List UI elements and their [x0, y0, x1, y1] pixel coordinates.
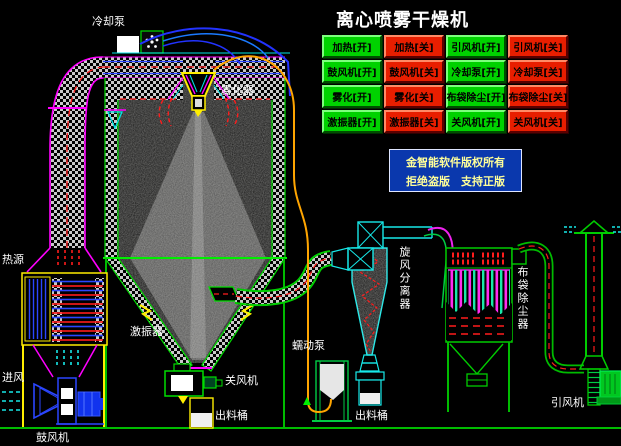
button-cooling-pump-on[interactable]: 冷却泵[开] — [446, 60, 506, 83]
button-bag-filter-on[interactable]: 布袋除尘[开] — [446, 85, 506, 108]
label-discharge-bucket-right: 出料桶 — [355, 409, 388, 422]
copyright-line1: 金智能软件版权所有 — [406, 156, 505, 169]
hot-air-duct — [26, 56, 104, 273]
feed-pipe — [213, 55, 332, 414]
button-atomize-on[interactable]: 雾化[开] — [322, 85, 382, 108]
button-rotary-valve-off[interactable]: 关风机[关] — [508, 110, 568, 133]
button-bag-filter-off[interactable]: 布袋除尘[关] — [508, 85, 568, 108]
atomizer — [158, 72, 239, 127]
heater — [21, 272, 108, 427]
copyright-notice: 金智能软件版权所有 拒绝盗版 支持正版 — [389, 149, 522, 192]
copyright-line2: 拒绝盗版 支持正版 — [406, 175, 505, 188]
button-vibrator-off[interactable]: 激振器[关] — [384, 110, 444, 133]
bagfilter-to-fan-pipe — [517, 241, 584, 374]
button-induced-fan-off[interactable]: 引风机[关] — [508, 35, 568, 58]
label-atomizer: 雾化器 — [221, 84, 254, 97]
page-title: 离心喷雾干燥机 — [336, 10, 469, 31]
label-rotary-valve: 关风机 — [225, 374, 258, 387]
button-heat-on[interactable]: 加热[开] — [322, 35, 382, 58]
blower — [2, 377, 104, 425]
exhaust-stack — [564, 219, 621, 370]
feed-flow-arrow — [303, 397, 311, 405]
label-cooling-pump: 冷却泵 — [92, 15, 125, 28]
button-atomize-off[interactable]: 雾化[关] — [384, 85, 444, 108]
button-blower-on[interactable]: 鼓风机[开] — [322, 60, 382, 83]
label-blower: 鼓风机 — [36, 431, 69, 444]
induced-draft-fan — [587, 368, 621, 406]
button-induced-fan-on[interactable]: 引风机[开] — [446, 35, 506, 58]
label-bag-filter: 布袋除尘器 — [516, 266, 529, 331]
label-air-inlet: 进风 — [2, 371, 24, 384]
label-discharge-bucket-left: 出料桶 — [215, 409, 248, 422]
tower-outlet-duct — [208, 250, 333, 307]
button-rotary-valve-on[interactable]: 关风机[开] — [446, 110, 506, 133]
bag-filter — [445, 247, 527, 412]
vibrator-icons — [139, 304, 254, 321]
cooling-pump — [112, 27, 291, 97]
button-heat-off[interactable]: 加热[关] — [384, 35, 444, 58]
label-induced-draft-fan: 引风机 — [551, 396, 584, 409]
button-cooling-pump-off[interactable]: 冷却泵[关] — [508, 60, 568, 83]
discharge-bucket-left — [189, 397, 214, 429]
label-feed-pump: 蠕动泵 — [292, 339, 325, 352]
cyclone-separator — [331, 221, 433, 406]
label-cyclone-separator: 旋风分离器 — [398, 246, 411, 311]
label-heat-source: 热源 — [2, 253, 24, 266]
label-vibrator: 激振器 — [130, 325, 163, 338]
button-blower-off[interactable]: 鼓风机[关] — [384, 60, 444, 83]
rotary-valve — [164, 363, 223, 404]
button-vibrator-on[interactable]: 激振器[开] — [322, 110, 382, 133]
